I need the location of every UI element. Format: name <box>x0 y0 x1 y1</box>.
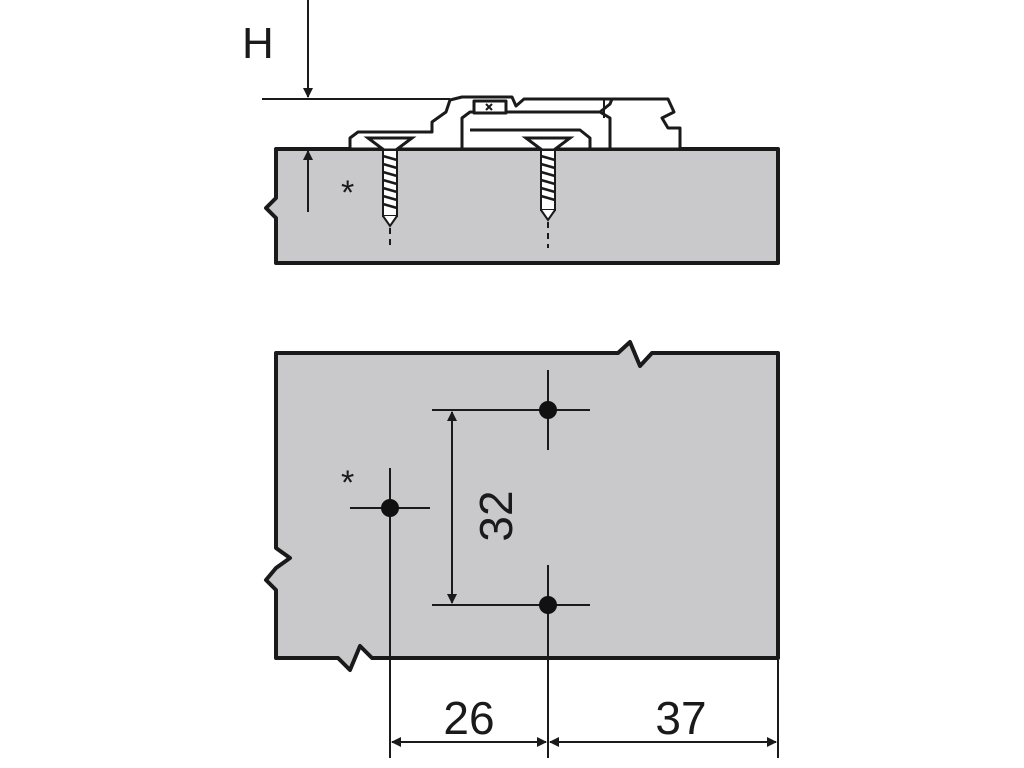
plan-view: * 32 26 37 <box>264 340 780 758</box>
height-label: H <box>242 19 274 68</box>
mounting-plate-side <box>348 95 682 151</box>
asterisk-side: * <box>341 174 354 212</box>
height-dimension <box>262 0 450 212</box>
dimension-32-label: 32 <box>470 490 522 541</box>
hole-bottom <box>539 596 557 614</box>
plan-panel <box>264 340 780 672</box>
screw-right <box>521 136 575 248</box>
asterisk-plan: * <box>341 464 354 502</box>
hole-top <box>539 401 557 419</box>
dimension-37-label: 37 <box>655 692 706 744</box>
screw-left <box>363 136 417 250</box>
side-view: H * <box>242 0 780 265</box>
hole-left <box>381 499 399 517</box>
dimension-26-label: 26 <box>443 692 494 744</box>
